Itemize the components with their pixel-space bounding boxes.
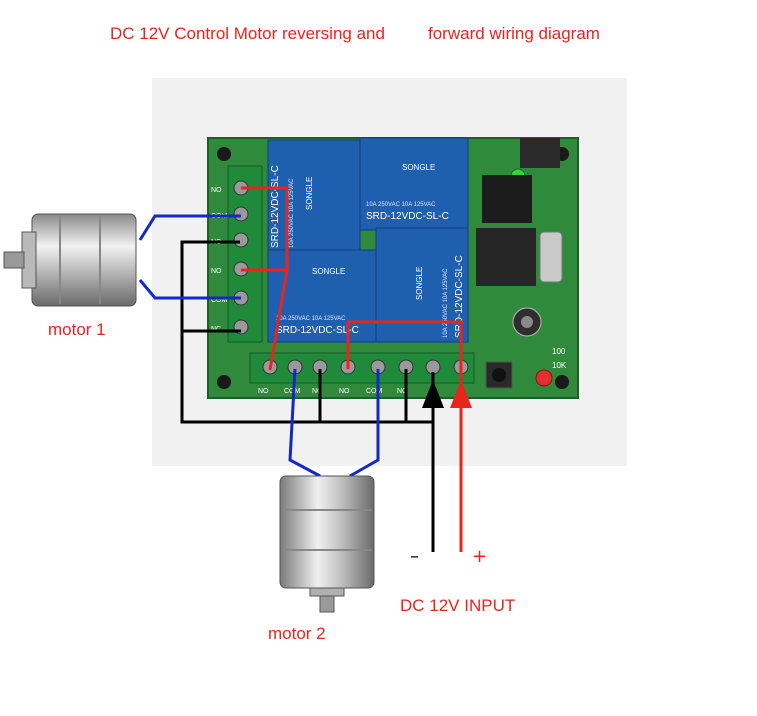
relay-model-text: SRD-12VDC-SL-C [454, 255, 465, 338]
relay-board: NO COM NC NO COM NC NO COM NC NO COM NC … [207, 137, 579, 399]
wire-positive-input [346, 320, 463, 552]
wire-positive [241, 186, 289, 272]
motor-1-label: motor 1 [48, 320, 106, 339]
bottom-terminal-label: NO [258, 388, 269, 395]
crystal [539, 231, 563, 283]
bottom-terminal-label: COM [284, 388, 301, 395]
bottom-terminal-label: NO [339, 388, 350, 395]
wire-motor-1 [138, 214, 241, 241]
relay-brand-text: SONGLE [312, 267, 345, 276]
left-terminal-block [227, 165, 263, 343]
motor-2-label: motor 2 [268, 624, 326, 643]
bottom-terminal-label: COM [366, 388, 383, 395]
wire-positive [268, 269, 289, 371]
relay-1: SRD-12VDC-SL-C 10A 250VAC 10A 125VAC SON… [267, 139, 361, 253]
decoder-chip [482, 175, 532, 223]
relay-brand-text: SONGLE [415, 267, 424, 300]
motor-2 [279, 475, 375, 613]
mount-hole [217, 375, 231, 389]
relay-3: SRD-12VDC-SL-C 10A 250VAC 10A 125VAC SON… [267, 249, 377, 343]
resistor-label-10k: 10K [552, 361, 567, 370]
bottom-terminal-label: NC [397, 388, 407, 395]
left-terminal-label: NO [211, 268, 222, 275]
arrow-positive-icon [450, 380, 472, 408]
power-input-label: DC 12V INPUT [400, 596, 516, 615]
negative-sign: – [410, 546, 419, 567]
left-terminal-label: NO [211, 187, 222, 194]
pin-header [520, 138, 560, 168]
learn-button-cap [492, 368, 506, 382]
resistor-label-100: 100 [552, 347, 566, 356]
relay-model-text: SRD-12VDC-SL-C [270, 165, 281, 248]
diagram-title-part-1: DC 12V Control Motor reversing and [110, 24, 385, 43]
mount-hole [217, 147, 231, 161]
relay-2: SRD-12VDC-SL-C 10A 250VAC 10A 125VAC SON… [359, 137, 469, 231]
diagram-title-part-2: forward wiring diagram [428, 24, 600, 43]
mount-hole [555, 375, 569, 389]
relay-rating-text: 10A 250VAC 10A 125VAC [276, 316, 346, 322]
relay-model-text: SRD-12VDC-SL-C [276, 325, 359, 336]
rf-module [476, 228, 536, 286]
left-terminal-label: COM [211, 297, 228, 304]
relay-brand-text: SONGLE [305, 177, 314, 210]
wire-motor-1 [138, 279, 241, 300]
arrow-negative-icon [422, 380, 444, 408]
wire-motor-2 [349, 369, 380, 478]
positive-sign: + [472, 546, 488, 567]
relay-rating-text: 10A 250VAC 10A 125VAC [366, 202, 436, 208]
bottom-terminal-label: NC [312, 388, 322, 395]
relay-4: SRD-12VDC-SL-C 10A 250VAC 10A 125VAC SON… [375, 227, 469, 343]
relay-model-text: SRD-12VDC-SL-C [366, 211, 449, 222]
motor-1 [3, 213, 137, 307]
red-led [535, 369, 553, 387]
relay-rating-text: 10A 250VAC 10A 125VAC [289, 178, 295, 248]
relay-rating-text: 10A 250VAC 10A 125VAC [443, 268, 449, 338]
wire-motor-2 [288, 368, 321, 478]
relay-brand-text: SONGLE [402, 163, 435, 172]
capacitor-top [521, 316, 533, 328]
wires [138, 186, 463, 552]
